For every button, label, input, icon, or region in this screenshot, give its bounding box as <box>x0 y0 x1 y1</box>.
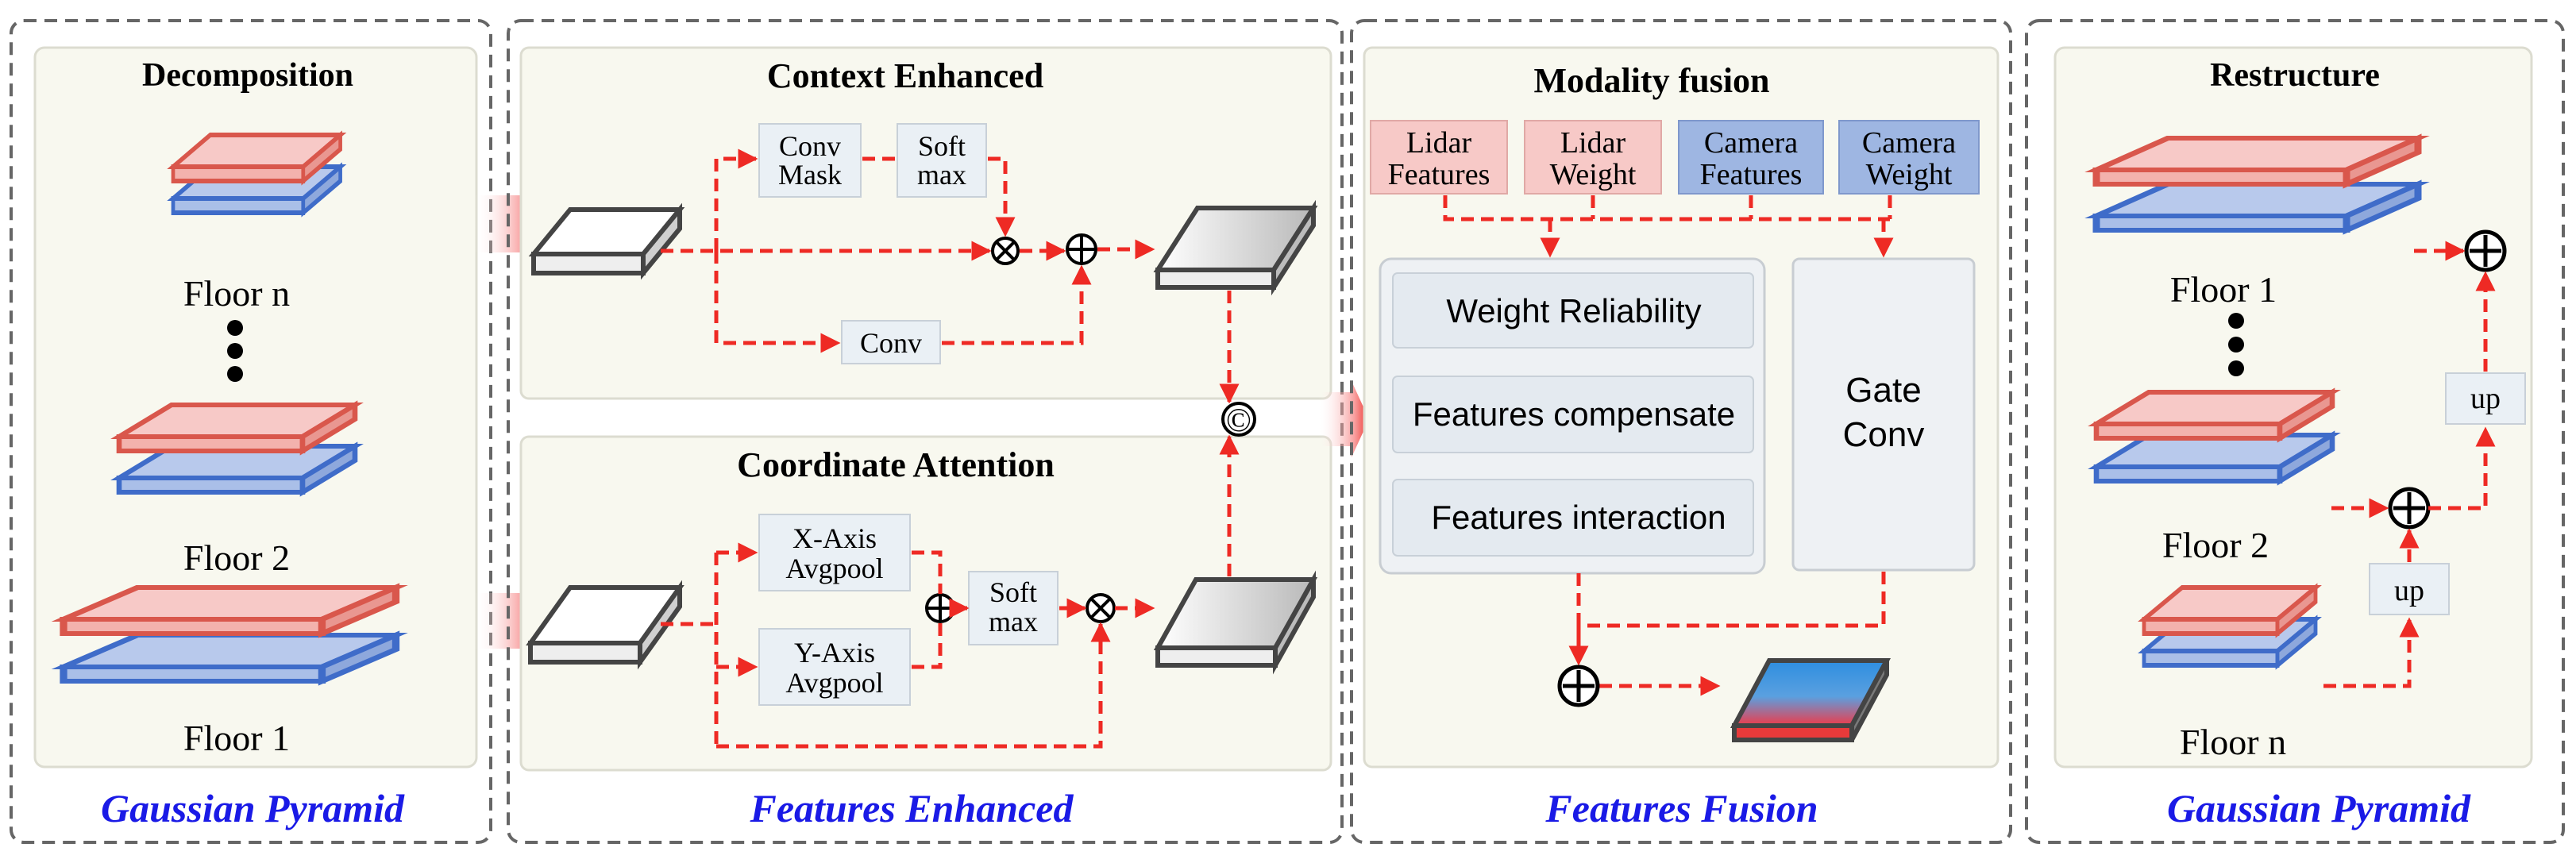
y-pool-line2: Avgpool <box>785 667 883 699</box>
multiply-op-bottom <box>1086 593 1116 623</box>
x-pool-line1: X-Axis <box>792 522 877 554</box>
floor-1-plates <box>64 588 396 681</box>
restructure-floor-2-plates <box>2096 392 2332 481</box>
conv-mask-line2: Mask <box>778 159 842 191</box>
lidar-features-box: Lidar Features <box>1370 120 1508 195</box>
coordinate-arrows <box>661 434 1240 749</box>
camera-features-box: Camera Features <box>1678 120 1824 195</box>
gate-conv-line2: Conv <box>1843 415 1925 454</box>
camera-features-line2: Features <box>1700 158 1803 191</box>
lidar-weight-line1: Lidar <box>1560 126 1626 160</box>
features-enhanced-caption: Features Enhanced <box>749 786 1074 830</box>
restructure-panel: Restructure Floor 1 Floor 2 Floor n up u… <box>2025 19 2565 844</box>
up-box-top: up <box>2445 372 2526 425</box>
coordinate-output-featuremap <box>1153 570 1318 675</box>
add-op-bottom <box>925 593 955 623</box>
fusion-input-arrows <box>1443 195 1894 258</box>
features-compensate-label: Features compensate <box>1413 395 1735 433</box>
restructure-add-op-top <box>2464 229 2507 272</box>
coordinate-attention-title: Coordinate Attention <box>737 445 1055 484</box>
conv-mask-line1: Conv <box>779 130 841 162</box>
restructure-arrows <box>2323 241 2496 688</box>
modality-fusion-title: Modality fusion <box>1533 61 1769 100</box>
up-box-bottom: up <box>2369 563 2450 615</box>
floor-1-label: Floor 1 <box>183 718 290 758</box>
up-label-bottom: up <box>2394 574 2424 607</box>
restructure-floor-n-label: Floor n <box>2180 722 2286 762</box>
fusion-add-op <box>1557 665 1600 707</box>
softmax-top-box: Soft max <box>897 123 987 198</box>
weight-reliability-label: Weight Reliability <box>1446 292 1701 329</box>
decomposition-title: Decomposition <box>142 57 353 94</box>
softmax-top-line2: max <box>917 159 966 191</box>
restructure-floor-n-plates <box>2144 588 2316 665</box>
add-op-top <box>1066 233 1097 265</box>
softmax-bottom-line1: Soft <box>989 576 1037 608</box>
floor-2-label: Floor 2 <box>183 537 290 578</box>
camera-features-line1: Camera <box>1704 126 1798 160</box>
softmax-bottom-line2: max <box>989 606 1038 638</box>
floor-2-plates <box>119 405 355 492</box>
restructure-ellipsis-dots <box>2228 313 2244 376</box>
lidar-weight-box: Lidar Weight <box>1524 120 1662 195</box>
features-compensate-box: Features compensate <box>1392 376 1754 453</box>
restructure-floor-2-label: Floor 2 <box>2162 525 2269 565</box>
fused-output-featuremap <box>1730 658 1892 742</box>
lidar-weight-line2: Weight <box>1550 158 1637 191</box>
y-pool-line1: Y-Axis <box>794 637 875 668</box>
features-enhanced-panel: Context Enhanced Conv Mask Soft max Conv <box>507 19 1344 844</box>
restructure-caption: Gaussian Pyramid <box>2167 786 2471 830</box>
restructure-floor-1-label: Floor 1 <box>2170 269 2277 310</box>
coordinate-input-featuremap <box>526 580 684 670</box>
lidar-features-line1: Lidar <box>1406 126 1472 160</box>
concat-op: © <box>1221 402 1256 439</box>
decomposition-panel: Decomposition Floor n Floor 2 Floor 1 Ga… <box>10 19 492 844</box>
context-arrows <box>661 148 1240 404</box>
features-interaction-box: Features interaction <box>1392 479 1754 557</box>
y-axis-avgpool-box: Y-Axis Avgpool <box>758 628 911 706</box>
up-label-top: up <box>2470 382 2501 415</box>
weight-reliability-box: Weight Reliability <box>1392 272 1754 349</box>
camera-weight-line1: Camera <box>1862 126 1956 160</box>
context-output-featuremap <box>1153 199 1318 296</box>
features-fusion-caption: Features Fusion <box>1544 786 1818 830</box>
gate-conv-line1: Gate <box>1845 371 1921 410</box>
softmax-bottom-box: Soft max <box>968 571 1059 645</box>
context-input-featuremap <box>528 202 685 280</box>
features-fusion-panel: Modality fusion Lidar Features Lidar Wei… <box>1350 19 2012 844</box>
conv-box: Conv <box>841 320 941 364</box>
decomposition-caption: Gaussian Pyramid <box>101 786 405 830</box>
floor-n-label: Floor n <box>183 273 290 314</box>
multiply-op-top <box>991 237 1020 265</box>
big-arrow-to-fusion <box>1318 381 1369 457</box>
camera-weight-line2: Weight <box>1866 158 1953 191</box>
lidar-features-line2: Features <box>1388 158 1490 191</box>
conv-mask-box: Conv Mask <box>758 123 862 198</box>
ellipsis-dots <box>227 320 243 382</box>
floor-n-plates <box>173 135 341 213</box>
restructure-title: Restructure <box>2210 57 2380 94</box>
restructure-add-op-bottom <box>2388 487 2431 530</box>
softmax-top-line1: Soft <box>918 130 966 162</box>
restructure-floor-1-plates <box>2096 138 2418 230</box>
concat-symbol: © <box>1226 403 1251 439</box>
x-axis-avgpool-box: X-Axis Avgpool <box>758 514 911 591</box>
context-enhanced-title: Context Enhanced <box>767 56 1043 95</box>
camera-weight-box: Camera Weight <box>1838 120 1980 195</box>
x-pool-line2: Avgpool <box>785 553 883 584</box>
gate-conv-box: Gate Conv <box>1791 257 1976 572</box>
features-interaction-label: Features interaction <box>1431 499 1726 536</box>
conv-label: Conv <box>860 327 922 359</box>
fusion-output-arrows <box>1568 572 1886 696</box>
